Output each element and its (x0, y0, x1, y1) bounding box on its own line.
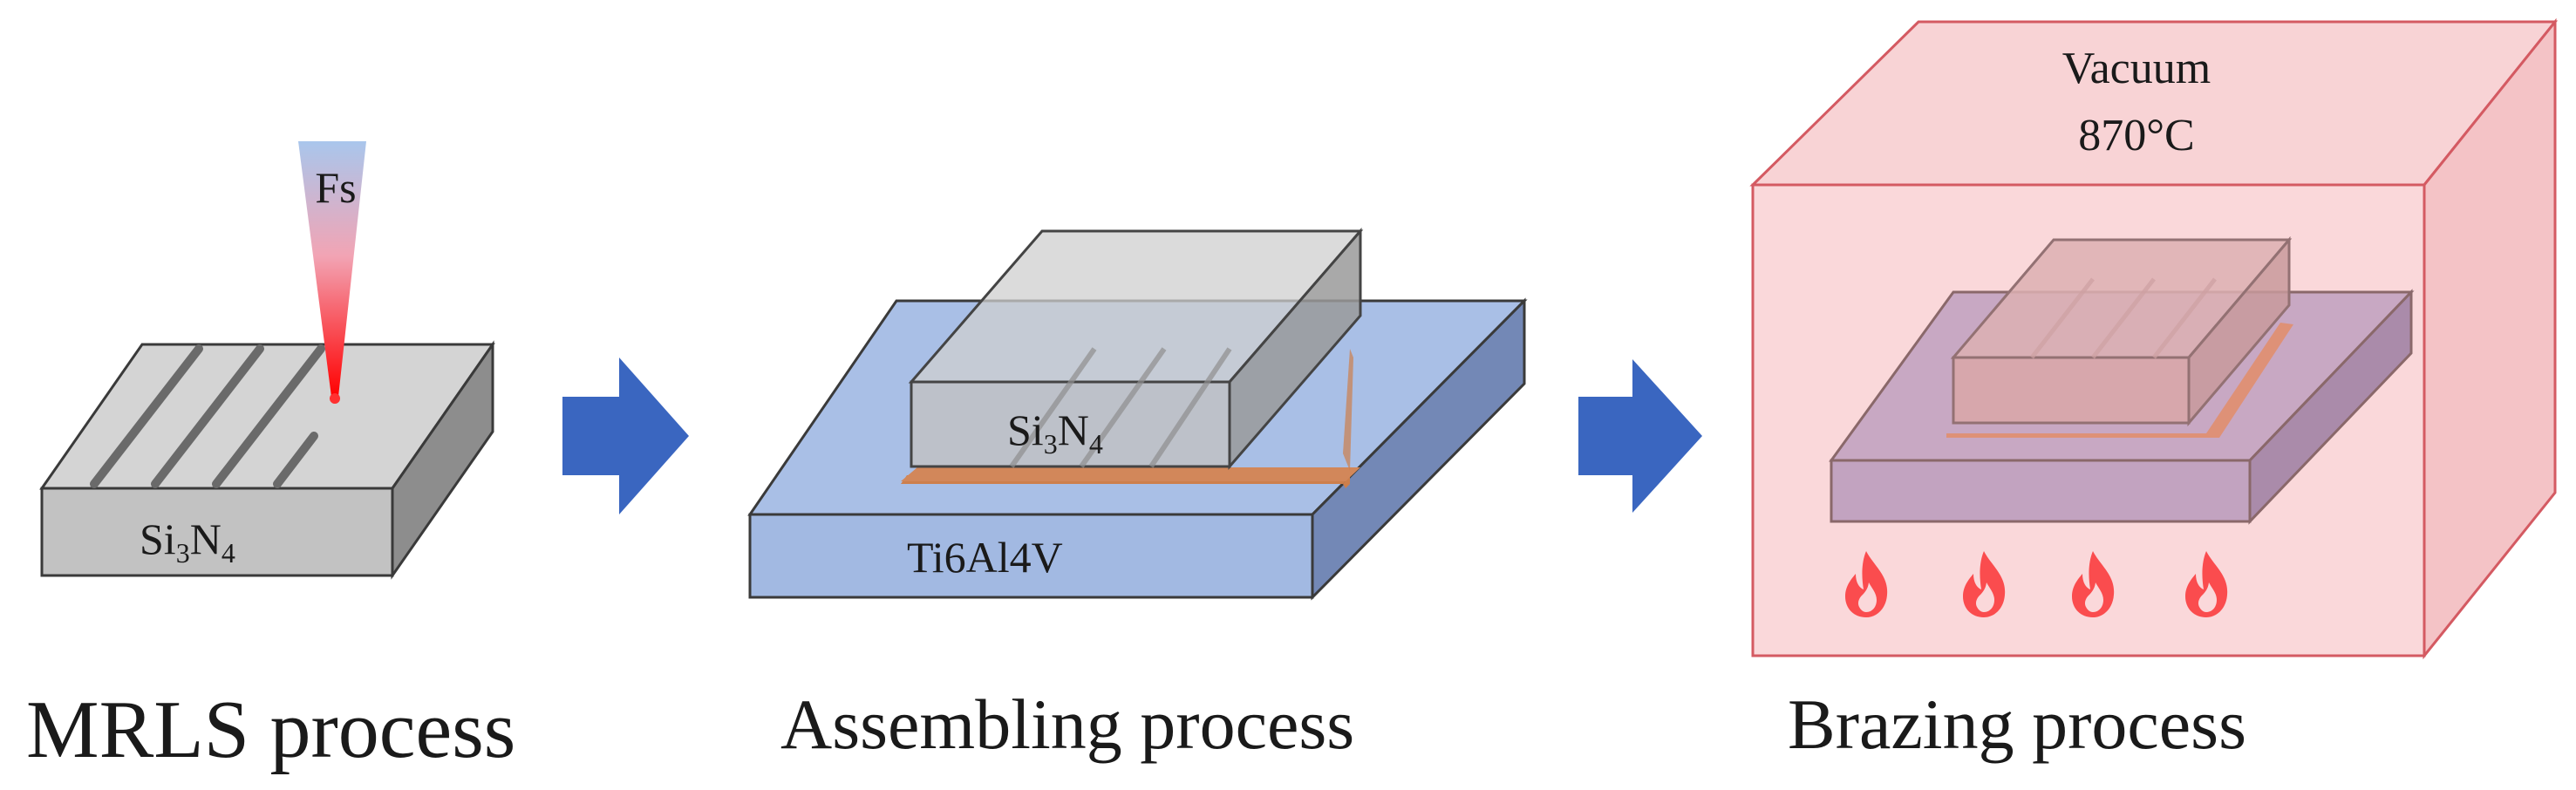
condition-temperature: 870°C (2078, 111, 2194, 160)
caption-brazing: Brazing process (1788, 684, 2246, 764)
furnace-front-face (1751, 183, 2426, 657)
femtosecond-laser-icon (298, 141, 366, 404)
laser-label: Fs (315, 163, 356, 212)
filler-layer (901, 349, 1360, 488)
right-arrow-icon (562, 358, 689, 514)
si3n4-label-mrls: Si3N4 (140, 514, 235, 569)
laser-grooves (90, 344, 325, 488)
vacuum-furnace (1749, 17, 2559, 660)
caption-mrls: MRLS process (26, 684, 515, 775)
caption-assembling: Assembling process (780, 684, 1354, 764)
brazing-si3n4-block (1950, 235, 2293, 427)
step-mrls: Fs Si3N4 MRLS process (26, 141, 515, 775)
right-arrow-icon (1578, 359, 1702, 513)
step-assembling: Si3N4 Ti6Al4V Assembling process (747, 227, 1528, 764)
si3n4-block-assembling (908, 227, 1364, 471)
step-brazing: Vacuum 870°C Brazing process (1749, 17, 2559, 764)
condition-vacuum: Vacuum (2062, 44, 2211, 93)
substrate-label: Ti6Al4V (907, 533, 1063, 582)
si3n4-label-assembling: Si3N4 (1007, 405, 1103, 460)
